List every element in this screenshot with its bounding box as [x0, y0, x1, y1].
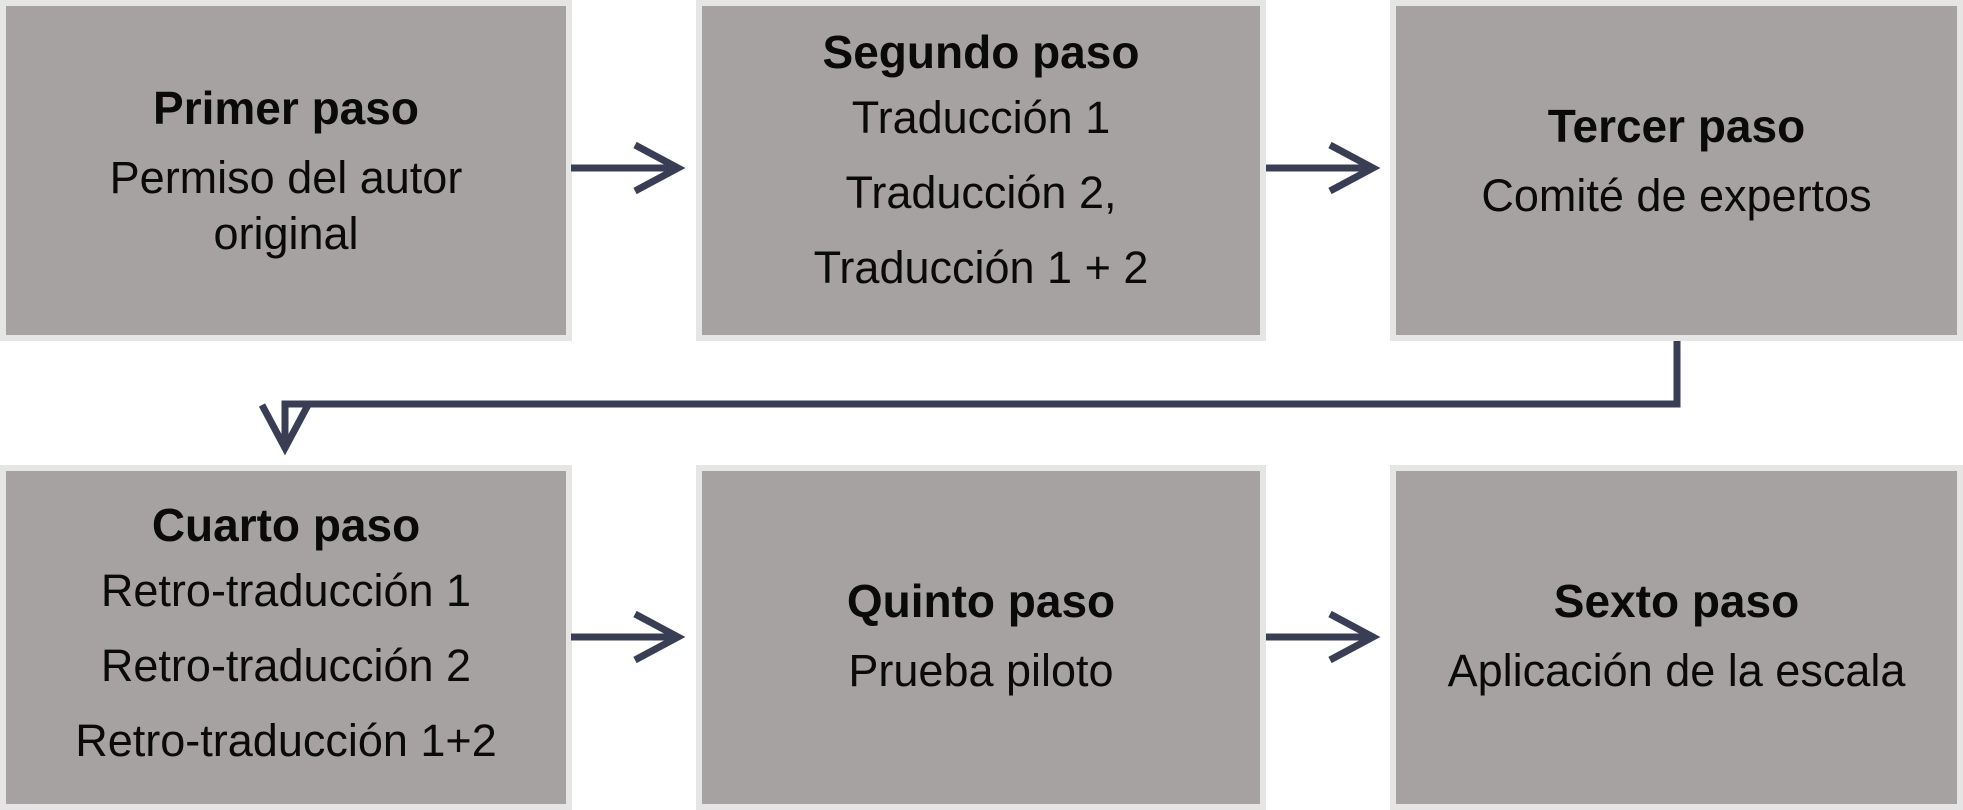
arrow-right-icon — [1266, 141, 1381, 195]
step-line: original — [213, 207, 359, 259]
arrow-right-icon — [571, 610, 686, 664]
step-box-6: Sexto paso Aplicación de la escala — [1390, 465, 1963, 810]
arrow-right-icon — [1266, 610, 1381, 664]
step-box-3: Tercer paso Comité de expertos — [1390, 0, 1963, 341]
arrow-right-icon — [571, 141, 686, 195]
step-line: Retro-traducción 2 — [100, 640, 472, 691]
step-line: Traducción 1 + 2 — [813, 242, 1149, 293]
elbow-arrow-down-icon — [258, 341, 1681, 456]
step-title: Cuarto paso — [151, 499, 421, 551]
step-line: Retro-traducción 1+2 — [75, 715, 497, 766]
step-line: Comité de expertos — [1481, 170, 1872, 221]
step-title: Segundo paso — [822, 26, 1140, 78]
step-box-4: Cuarto paso Retro-traducción 1 Retro-tra… — [0, 465, 572, 810]
step-box-5: Quinto paso Prueba piloto — [696, 465, 1266, 810]
step-line: Retro-traducción 1 — [100, 565, 472, 616]
step-line: Aplicación de la escala — [1447, 645, 1906, 696]
step-line: Prueba piloto — [848, 645, 1114, 696]
step-line: Traducción 2, — [845, 167, 1117, 218]
step-box-2: Segundo paso Traducción 1 Traducción 2, … — [696, 0, 1266, 341]
step-box-1: Primer paso Permiso del autor original — [0, 0, 572, 341]
step-title: Tercer paso — [1547, 100, 1806, 152]
step-title: Sexto paso — [1553, 575, 1800, 627]
step-title: Primer paso — [153, 81, 419, 134]
step-line: Permiso del autor — [109, 151, 463, 203]
step-line: Traducción 1 — [851, 92, 1111, 143]
step-title: Quinto paso — [846, 575, 1116, 627]
